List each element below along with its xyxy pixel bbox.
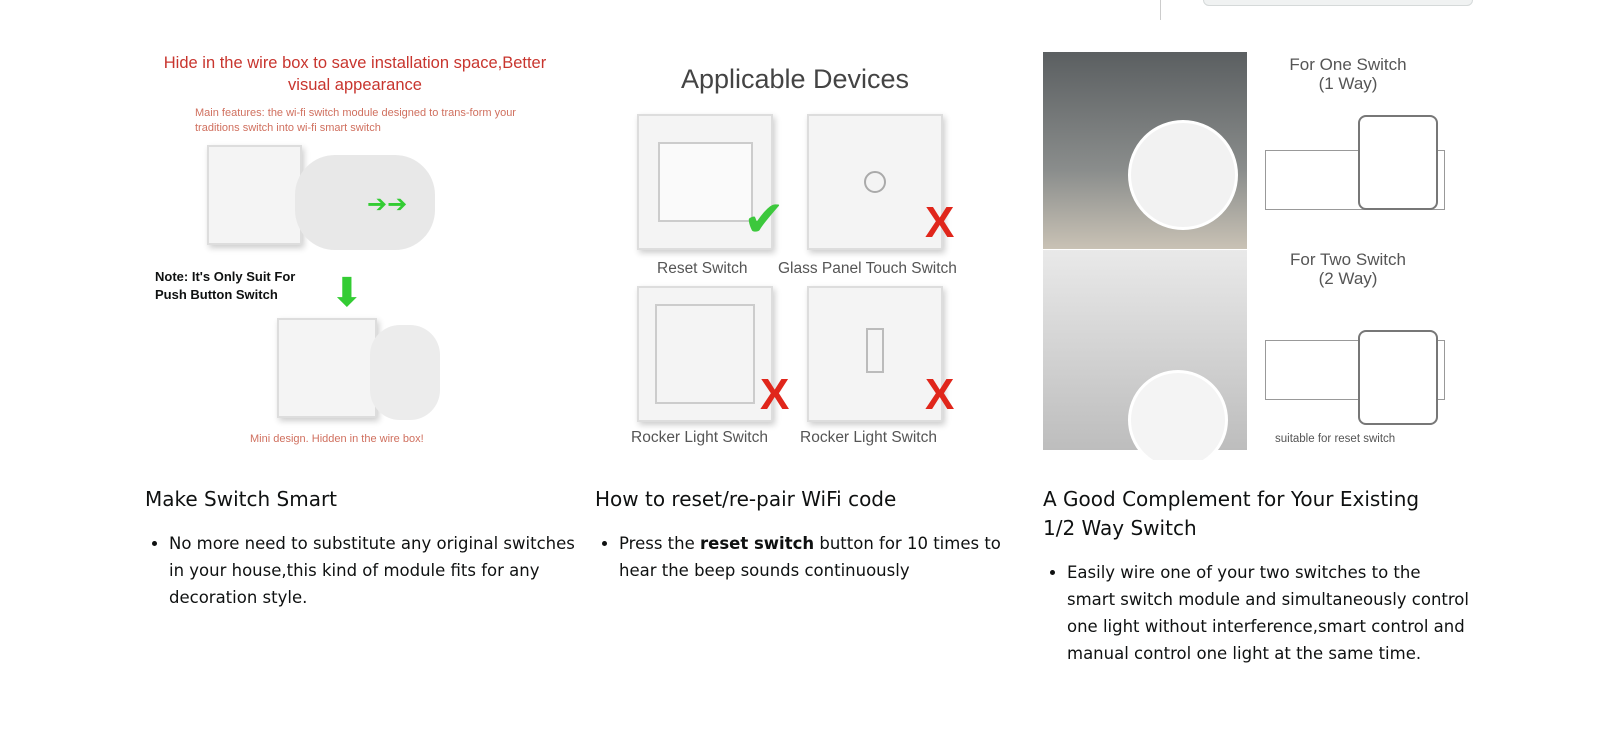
top-box xyxy=(1203,0,1473,6)
image-note: Note: It's Only Suit For Push Button Swi… xyxy=(155,269,296,302)
image-label-two-switch: For Two Switch (2 Way) xyxy=(1290,250,1406,288)
feature-image-3: For One Switch (1 Way) For Two Switch (2… xyxy=(1043,50,1473,460)
feature-heading: Make Switch Smart xyxy=(145,487,338,511)
feature-bullet: Easily wire one of your two switches to … xyxy=(1067,559,1473,667)
image-caption: Mini design. Hidden in the wire box! xyxy=(250,433,424,445)
divider xyxy=(1160,0,1161,20)
feature-image-1: Hide in the wire box to save installatio… xyxy=(145,50,575,460)
device-label: Rocker Light Switch xyxy=(800,429,937,446)
device-label: Reset Switch xyxy=(657,260,748,277)
feature-bullet: Press the reset switch button for 10 tim… xyxy=(619,530,1025,584)
device-label: Rocker Light Switch xyxy=(631,429,768,446)
device-label: Glass Panel Touch Switch xyxy=(778,260,957,277)
feature-bullet: No more need to substitute any original … xyxy=(169,530,575,611)
feature-heading: A Good Complement for Your Existing 1/2 … xyxy=(1043,487,1420,540)
image-title: Applicable Devices xyxy=(680,64,910,94)
image-caption: suitable for reset switch xyxy=(1275,433,1396,445)
image-subtitle: Main features: the wi-fi switch module d… xyxy=(195,107,516,134)
feature-complement: For One Switch (1 Way) For Two Switch (2… xyxy=(1043,50,1473,667)
feature-reset-wifi: Applicable Devices ✔ X Reset Switch Glas… xyxy=(595,50,1025,584)
feature-make-switch-smart: Hide in the wire box to save installatio… xyxy=(145,50,575,611)
feature-image-2: Applicable Devices ✔ X Reset Switch Glas… xyxy=(595,50,1025,460)
image-label-one-switch: For One Switch (1 Way) xyxy=(1289,55,1407,93)
image-title: Hide in the wire box to save installatio… xyxy=(163,54,547,94)
feature-heading: How to reset/re-pair WiFi code xyxy=(595,487,897,511)
